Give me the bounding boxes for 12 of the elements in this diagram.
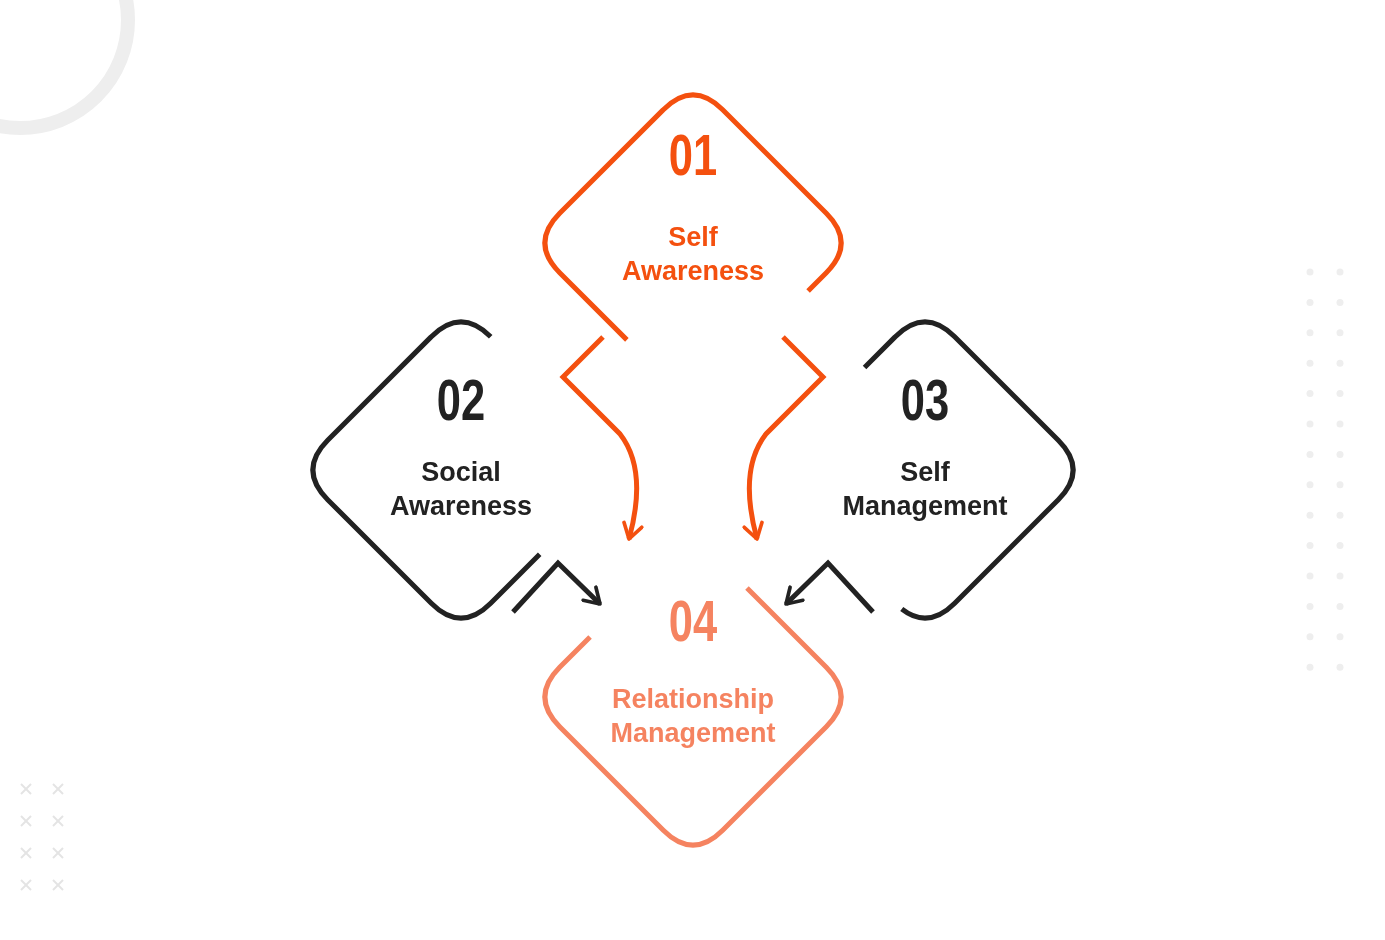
arrow [511, 559, 602, 614]
step-title: Self Management [841, 456, 1009, 523]
step-number: 03 [899, 371, 951, 429]
step-title: Social Awareness [388, 456, 534, 523]
step-title: Self Awareness [620, 221, 766, 288]
step-title: Relationship Management [609, 683, 777, 750]
step-number: 01 [667, 126, 719, 184]
step-number: 02 [435, 371, 487, 429]
arrow [560, 335, 644, 541]
arrow [742, 335, 826, 541]
arrow [784, 559, 875, 614]
step-number: 04 [667, 592, 719, 650]
